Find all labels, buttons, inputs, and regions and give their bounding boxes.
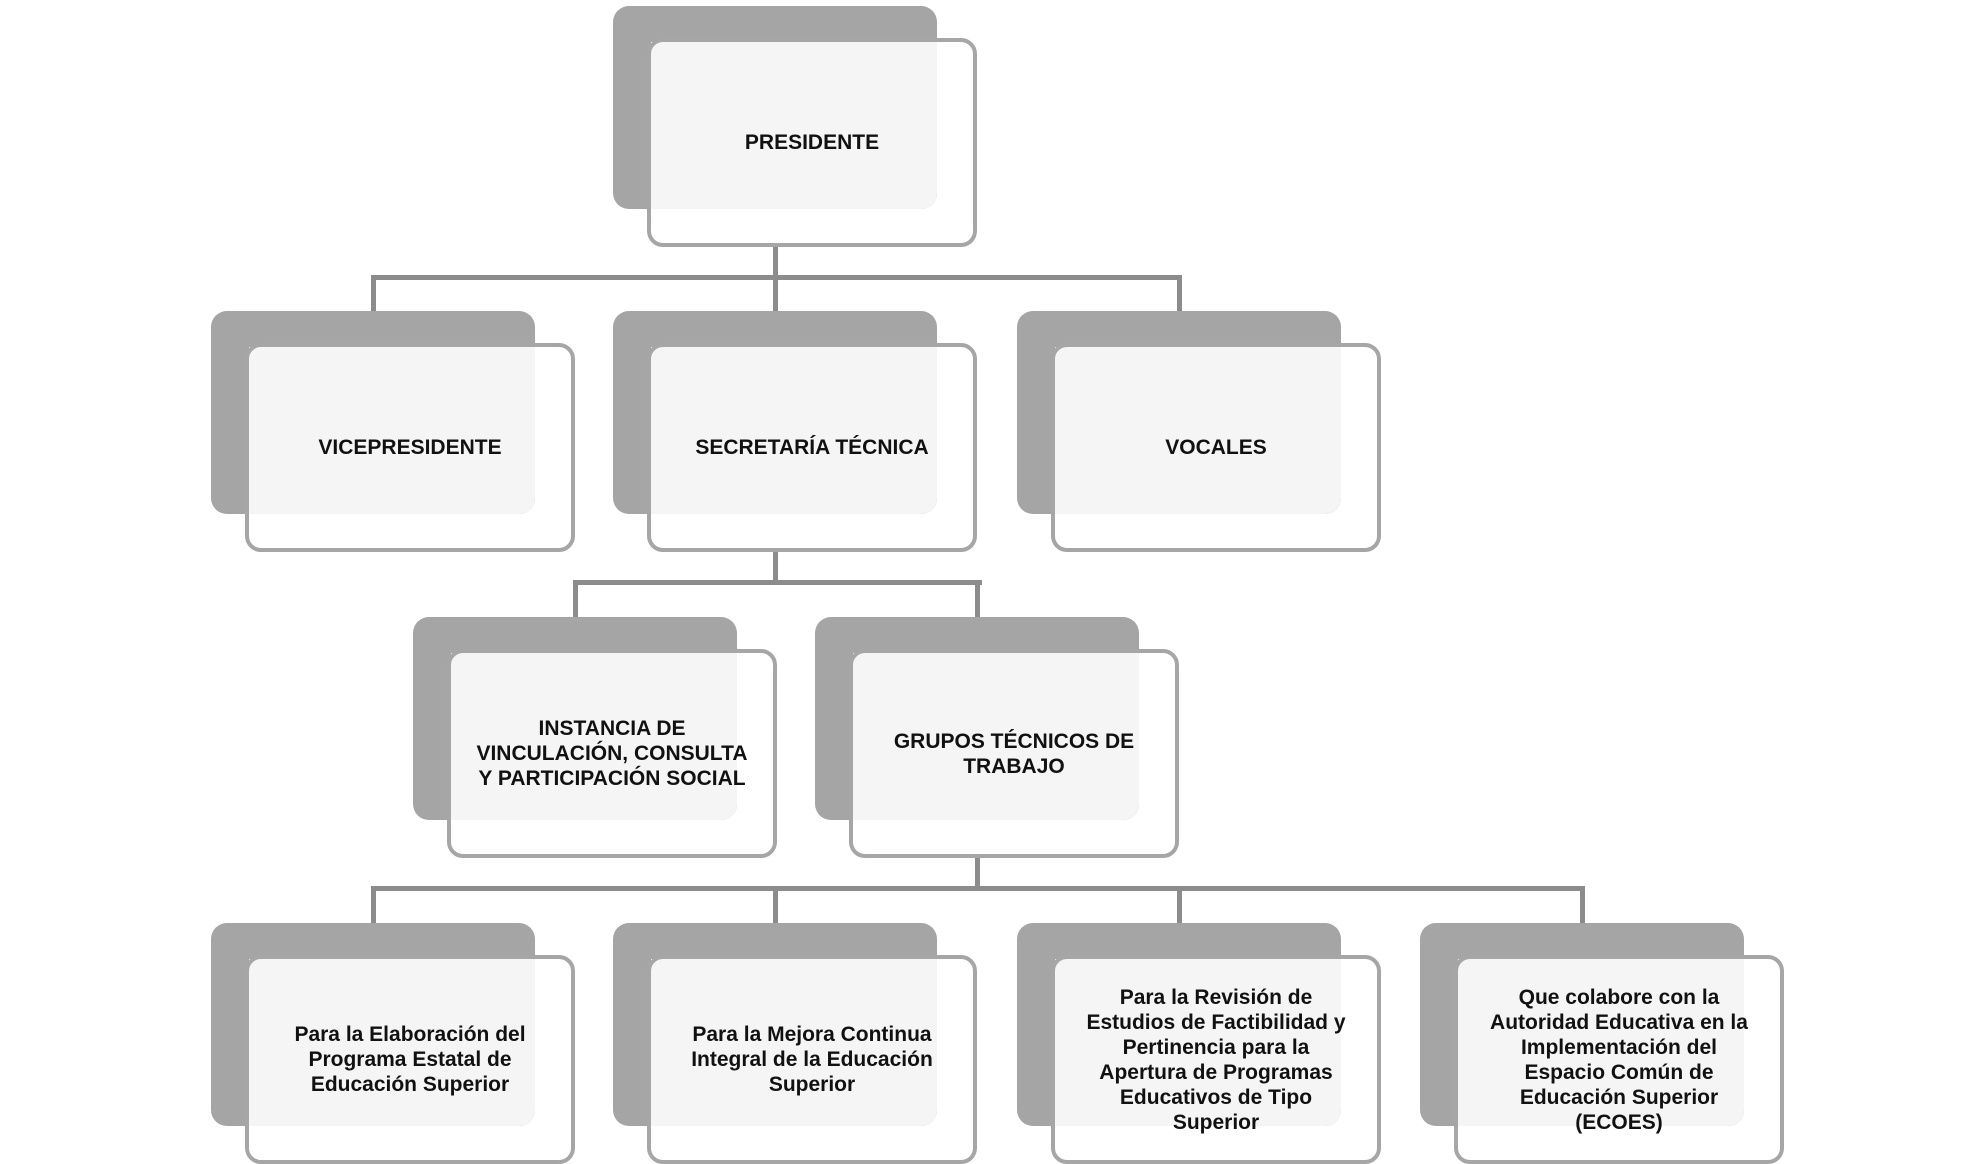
node-fill — [451, 653, 737, 820]
node-box: Para la Elaboración del Programa Estatal… — [245, 955, 575, 1164]
node-label: Para la Elaboración del Programa Estatal… — [294, 1023, 526, 1096]
node-secretaria-tecnica: SECRETARÍA TÉCNICA — [613, 311, 977, 552]
node-fill — [249, 347, 535, 514]
node-label: Que colabore con la Autoridad Educativa … — [1490, 985, 1748, 1134]
node-fill — [1055, 347, 1341, 514]
node-box: VOCALES — [1051, 343, 1381, 552]
node-label: INSTANCIA DE VINCULACIÓN, CONSULTA Y PAR… — [476, 717, 748, 790]
node-box: Que colabore con la Autoridad Educativa … — [1454, 955, 1784, 1164]
node-box: SECRETARÍA TÉCNICA — [647, 343, 977, 552]
node-grupo-programa-estatal: Para la Elaboración del Programa Estatal… — [211, 923, 575, 1164]
connector — [1177, 886, 1182, 923]
node-fill — [249, 959, 535, 1126]
node-box: VICEPRESIDENTE — [245, 343, 575, 552]
node-box: Para la Mejora Continua Integral de la E… — [647, 955, 977, 1164]
connector — [1177, 275, 1182, 311]
node-grupo-ecoes: Que colabore con la Autoridad Educativa … — [1420, 923, 1784, 1164]
connector — [573, 580, 578, 617]
connector — [773, 548, 778, 584]
node-fill — [1458, 959, 1744, 1126]
connector — [573, 580, 982, 585]
node-presidente: PRESIDENTE — [613, 6, 977, 247]
node-fill — [651, 42, 937, 209]
connector — [773, 275, 778, 311]
node-label: GRUPOS TÉCNICOS DE TRABAJO — [893, 729, 1135, 778]
node-grupos-tecnicos: GRUPOS TÉCNICOS DE TRABAJO — [815, 617, 1179, 858]
node-box: INSTANCIA DE VINCULACIÓN, CONSULTA Y PAR… — [447, 649, 777, 858]
node-box: GRUPOS TÉCNICOS DE TRABAJO — [849, 649, 1179, 858]
connector — [371, 886, 376, 923]
node-vicepresidente: VICEPRESIDENTE — [211, 311, 575, 552]
node-box: Para la Revisión de Estudios de Factibil… — [1051, 955, 1381, 1164]
connector — [1580, 886, 1585, 923]
node-instancia-vinculacion: INSTANCIA DE VINCULACIÓN, CONSULTA Y PAR… — [413, 617, 777, 858]
connector — [975, 854, 980, 890]
node-label: PRESIDENTE — [744, 131, 880, 154]
node-fill — [1055, 959, 1341, 1126]
connector — [773, 243, 778, 279]
node-fill — [651, 347, 937, 514]
node-label: VOCALES — [1165, 436, 1267, 459]
node-label: VICEPRESIDENTE — [318, 436, 502, 459]
node-label: Para la Mejora Continua Integral de la E… — [691, 1023, 933, 1096]
node-grupo-mejora-continua: Para la Mejora Continua Integral de la E… — [613, 923, 977, 1164]
node-box: PRESIDENTE — [647, 38, 977, 247]
node-fill — [853, 653, 1139, 820]
connector — [371, 886, 1585, 891]
connector — [975, 580, 980, 617]
node-fill — [651, 959, 937, 1126]
connector — [371, 275, 376, 311]
node-label: SECRETARÍA TÉCNICA — [695, 436, 929, 459]
node-label: Para la Revisión de Estudios de Factibil… — [1086, 985, 1346, 1134]
node-grupo-revision-estudios: Para la Revisión de Estudios de Factibil… — [1017, 923, 1381, 1164]
connector — [773, 886, 778, 923]
node-vocales: VOCALES — [1017, 311, 1381, 552]
